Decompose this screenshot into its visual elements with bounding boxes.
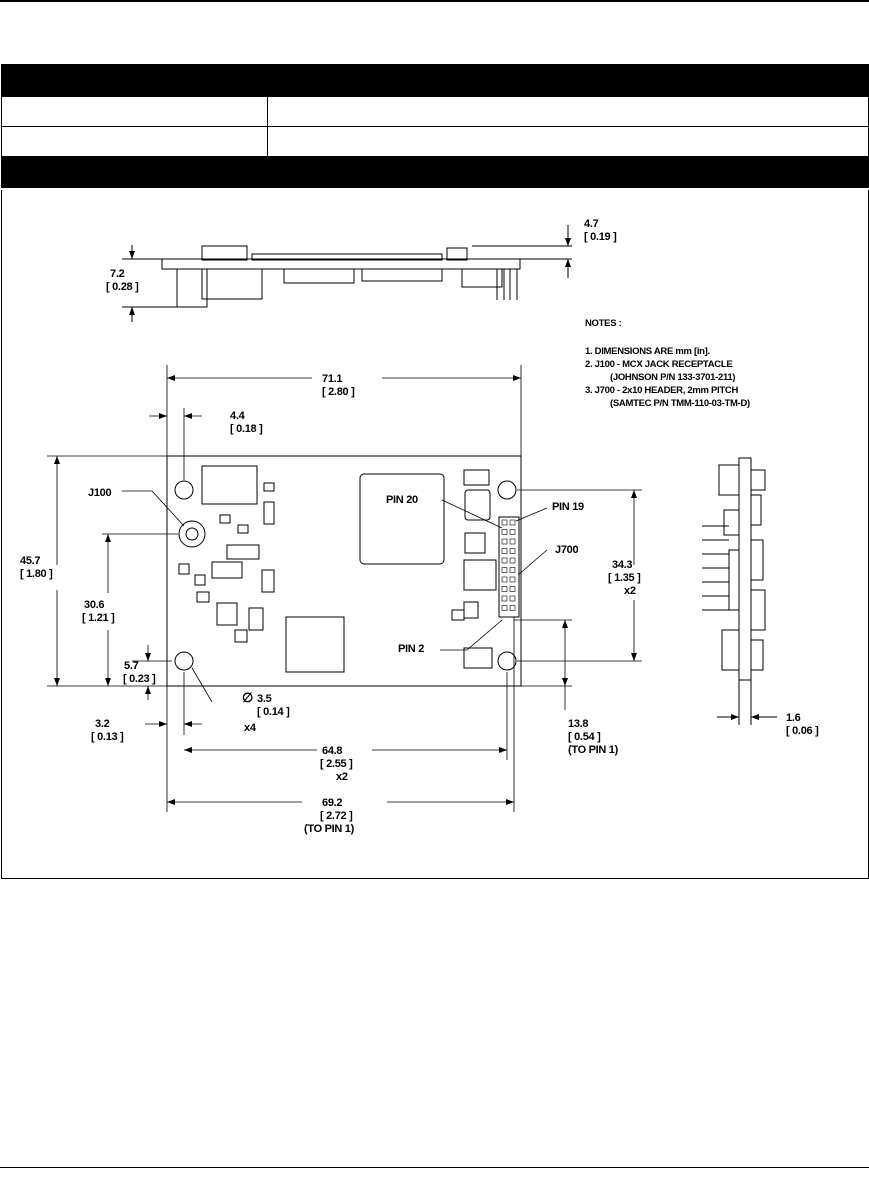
dim-7-2-in: [ 0.28 ] (106, 281, 139, 293)
dim-4-4-mm: 4.4 (230, 410, 246, 422)
label-j700: J700 (555, 544, 578, 556)
dim-71-1-in: [ 2.80 ] (322, 386, 355, 398)
dim-4-7-mm: 4.7 (584, 218, 599, 230)
dim-64-8-in: [ 2.55 ] (320, 758, 353, 770)
header-pin (509, 519, 516, 526)
dim-34-3-mm: 34.3 (612, 559, 632, 571)
spec-table (1, 64, 869, 188)
dim-45-7-mm: 45.7 (20, 555, 40, 567)
header-pin (509, 576, 516, 583)
dim-5-7-in: [ 0.23 ] (123, 673, 156, 685)
note-2: 2. J100 - MCX JACK RECEPTACLE (585, 359, 732, 370)
mechanical-drawing: 4.7 [ 0.19 ] 7.2 [ 0.28 ] 71.1 [ 2.80 ] … (20, 218, 819, 835)
table-cell (2, 127, 268, 156)
end-view (702, 457, 777, 725)
dim-3-2-in: [ 0.13 ] (91, 731, 124, 743)
note-3: 3. J700 - 2x10 HEADER, 2mm PITCH (585, 385, 738, 396)
dim-64-8-qty: x2 (336, 771, 348, 783)
header-pin (509, 586, 516, 592)
header-pin (501, 557, 508, 564)
table-cell (2, 97, 268, 126)
header-pin (501, 595, 508, 602)
dim-3-5-in: [ 0.14 ] (257, 706, 290, 718)
top-rule (0, 0, 869, 2)
notes: NOTES : 1. DIMENSIONS ARE mm [in]. 2. J1… (585, 318, 750, 409)
notes-title: NOTES : (585, 318, 622, 329)
j700-header (498, 516, 520, 618)
dim-34-3-qty: x2 (624, 585, 636, 597)
header-pin (509, 538, 516, 545)
dim-71-1-mm: 71.1 (322, 373, 342, 385)
header-pin (509, 529, 516, 535)
header-pin (501, 586, 508, 592)
side-view (122, 225, 572, 322)
header-pin (501, 519, 508, 526)
header-pin (509, 557, 516, 564)
header-pin (501, 548, 508, 554)
dim-64-8-mm: 64.8 (322, 745, 342, 757)
dim-3-5-qty: x4 (244, 722, 257, 734)
dim-34-3-in: [ 1.35 ] (608, 572, 641, 584)
dim-3-5-mm: 3.5 (257, 693, 272, 705)
table-cell (268, 97, 868, 126)
diameter-symbol: ∅ (242, 690, 253, 705)
dim-69-2-mm: 69.2 (322, 797, 342, 809)
part-labels: J100 J700 PIN 20 PIN 19 PIN 2 (88, 487, 584, 655)
dim-13-8-note: (TO PIN 1) (568, 744, 619, 756)
dimension-labels: 4.7 [ 0.19 ] 7.2 [ 0.28 ] 71.1 [ 2.80 ] … (20, 218, 819, 835)
header-pin (501, 576, 508, 583)
table-header-bar (2, 65, 868, 96)
plan-view (166, 455, 522, 687)
dim-30-6-mm: 30.6 (84, 599, 104, 611)
header-pin (501, 605, 508, 611)
dim-45-7-in: [ 1.80 ] (20, 568, 53, 580)
dim-1-6-in: [ 0.06 ] (786, 725, 819, 737)
bottom-rule (0, 1167, 869, 1168)
header-pin (501, 567, 508, 573)
note-2-detail: (JOHNSON P/N 133-3701-211) (610, 372, 735, 383)
dim-69-2-note: (TO PIN 1) (304, 823, 355, 835)
table-row (2, 96, 868, 126)
dim-30-6-in: [ 1.21 ] (82, 612, 115, 624)
dim-69-2-in: [ 2.72 ] (320, 810, 353, 822)
pcb-outline (166, 455, 522, 687)
header-pin (509, 605, 516, 611)
table-cell (268, 127, 868, 156)
header-pin (501, 538, 508, 545)
header-pin (501, 529, 508, 535)
label-pin-20: PIN 20 (386, 494, 418, 506)
dim-3-2-mm: 3.2 (95, 718, 110, 730)
note-1: 1. DIMENSIONS ARE mm [in]. (585, 346, 710, 357)
dim-4-4-in: [ 0.18 ] (230, 423, 263, 435)
header-pin (509, 567, 516, 573)
j100-connector (178, 520, 206, 548)
dim-5-7-mm: 5.7 (124, 660, 139, 672)
header-pin (509, 548, 516, 554)
note-3-detail: (SAMTEC P/N TMM-110-03-TM-D) (610, 398, 750, 409)
label-pin-19: PIN 19 (552, 501, 584, 513)
plan-dimensions (47, 365, 642, 812)
j700-pins (501, 519, 516, 611)
dim-7-2-mm: 7.2 (110, 268, 125, 280)
dim-13-8-in: [ 0.54 ] (568, 731, 601, 743)
header-pin (509, 595, 516, 602)
label-pin-2: PIN 2 (398, 643, 424, 655)
dim-1-6-mm: 1.6 (786, 712, 801, 724)
label-j100: J100 (88, 487, 111, 499)
dim-4-7-in: [ 0.19 ] (584, 231, 617, 243)
dim-13-8-mm: 13.8 (568, 718, 588, 730)
dimension-arrows (54, 238, 759, 805)
section-header-bar (2, 156, 868, 187)
mechanical-drawing-panel: 4.7 [ 0.19 ] 7.2 [ 0.28 ] 71.1 [ 2.80 ] … (1, 190, 869, 879)
table-row (2, 126, 868, 156)
